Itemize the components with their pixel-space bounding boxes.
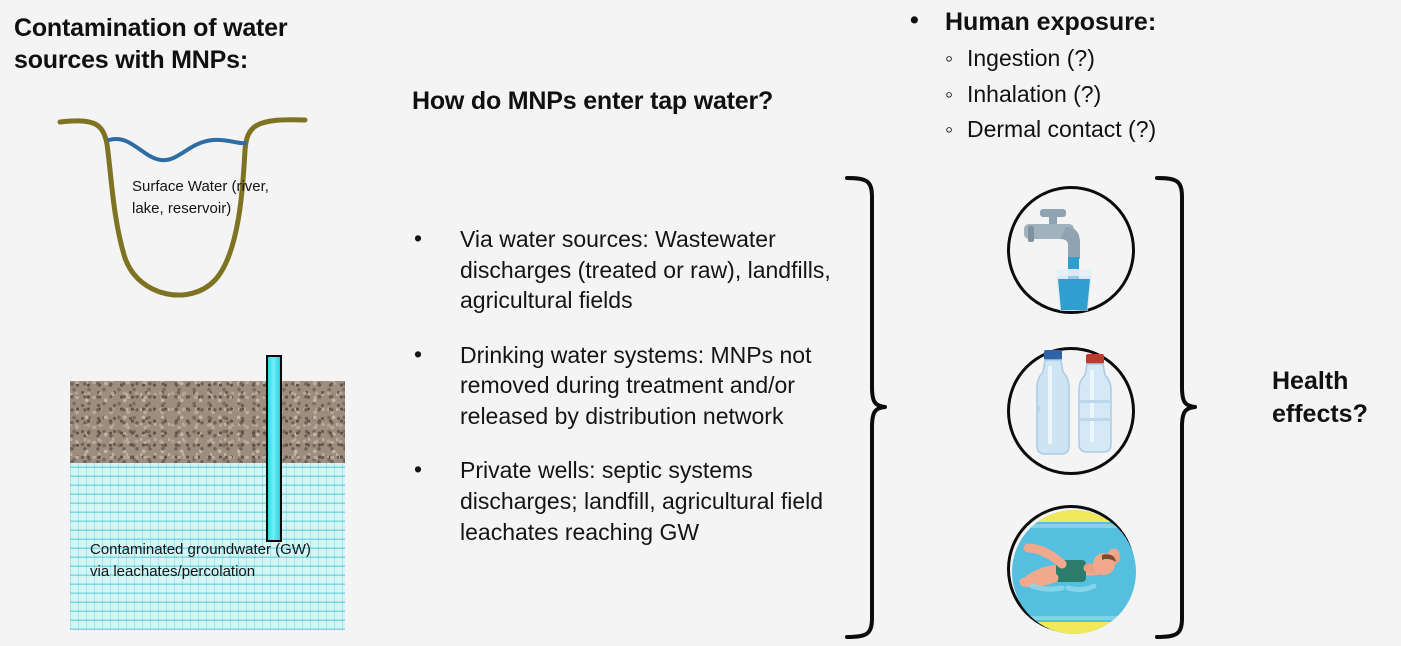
tap-water-svg <box>1024 209 1092 311</box>
bottled-water-icon <box>1007 347 1135 475</box>
groundwater-caption: Contaminated groundwater (GW) via leacha… <box>90 541 311 580</box>
right-brace-svg <box>1155 176 1197 639</box>
well-pipe <box>266 355 282 542</box>
surface-water-diagram <box>55 110 325 310</box>
exposure-route-item: Ingestion (?) <box>905 43 1335 74</box>
exposure-route-item: Inhalation (?) <box>905 79 1335 110</box>
pathways-bullet-list: Via water sources: Wastewater discharges… <box>412 223 862 571</box>
human-exposure-block: Human exposure: Ingestion (?) Inhalation… <box>905 4 1335 145</box>
surface-water-svg <box>57 117 308 298</box>
left-brace-svg <box>845 176 887 639</box>
swimmer-icon <box>1007 505 1136 634</box>
aquifer-layer <box>70 463 345 630</box>
left-curly-brace <box>845 175 889 640</box>
middle-column-title: How do MNPs enter tap water? <box>412 87 774 115</box>
water-surface-line <box>107 137 247 163</box>
right-curly-brace <box>1155 175 1199 640</box>
groundwater-diagram: Contaminated groundwater (GW) via leacha… <box>70 355 345 630</box>
exposure-route-item: Dermal contact (?) <box>905 114 1335 145</box>
river-bank-outline <box>57 117 308 298</box>
list-item: Drinking water systems: MNPs not removed… <box>412 339 862 432</box>
surface-water-caption: Surface Water (river, lake, reservoir) <box>132 178 269 217</box>
human-exposure-heading: Human exposure: <box>905 4 1335 38</box>
soil-layer <box>70 381 345 463</box>
list-item: Private wells: septic systems discharges… <box>412 454 862 547</box>
tap-water-icon <box>1007 186 1135 314</box>
health-effects-label: Health effects? <box>1272 367 1368 428</box>
bottled-water-svg <box>1036 350 1112 455</box>
swimmer-svg <box>1012 510 1136 634</box>
left-column-title: Contamination of water sources with MNPs… <box>14 14 288 74</box>
list-item: Via water sources: Wastewater discharges… <box>412 223 862 316</box>
